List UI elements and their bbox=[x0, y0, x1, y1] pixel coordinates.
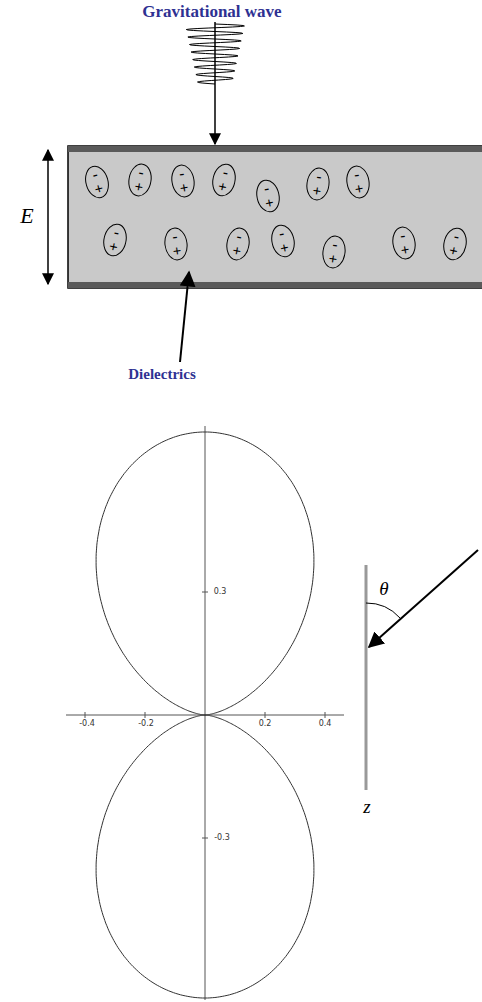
dipole: -+ bbox=[304, 165, 332, 202]
positive-charge: + bbox=[304, 182, 330, 200]
slab-bottom-plate bbox=[68, 282, 482, 288]
tick-label: 0.3 bbox=[214, 587, 227, 596]
dielectric-slab bbox=[68, 146, 482, 288]
positive-charge: + bbox=[320, 250, 346, 268]
slab-top-plate bbox=[68, 146, 482, 152]
plot-axis bbox=[205, 426, 206, 1000]
positive-charge: + bbox=[346, 180, 372, 199]
positive-charge: + bbox=[209, 178, 236, 198]
angle-label: θ bbox=[379, 578, 388, 600]
positive-charge: + bbox=[164, 242, 190, 260]
z-axis bbox=[365, 565, 368, 790]
positive-charge: + bbox=[126, 178, 152, 197]
positive-charge: + bbox=[256, 194, 283, 214]
field-label: E bbox=[20, 203, 33, 229]
dipole: -+ bbox=[320, 233, 348, 270]
positive-charge: + bbox=[85, 179, 112, 200]
incidence-arrow bbox=[369, 550, 478, 647]
negative-charge: - bbox=[306, 167, 332, 185]
leader-line bbox=[180, 272, 189, 362]
field-arrow bbox=[47, 150, 49, 284]
material-label: Dielectrics bbox=[128, 366, 195, 383]
negative-charge: - bbox=[322, 235, 348, 253]
tick-label: -0.2 bbox=[138, 719, 154, 728]
wave-arrow bbox=[214, 22, 216, 144]
positive-charge: + bbox=[440, 242, 467, 262]
tick-label: 0.4 bbox=[319, 719, 332, 728]
positive-charge: + bbox=[171, 179, 197, 198]
title-label: Gravitational wave bbox=[142, 2, 281, 22]
axis-label: z bbox=[363, 796, 370, 818]
angle-arc bbox=[366, 603, 400, 618]
positive-charge: + bbox=[392, 241, 418, 260]
dipole: -+ bbox=[162, 225, 190, 262]
positive-charge: + bbox=[271, 239, 298, 259]
positive-charge: + bbox=[224, 242, 250, 261]
tick-label: 0.2 bbox=[259, 719, 272, 728]
tick-label: -0.3 bbox=[214, 833, 230, 842]
radiation-pattern bbox=[96, 432, 314, 998]
positive-charge: + bbox=[100, 238, 127, 258]
tick-label: -0.4 bbox=[79, 719, 95, 728]
negative-charge: - bbox=[162, 227, 188, 245]
